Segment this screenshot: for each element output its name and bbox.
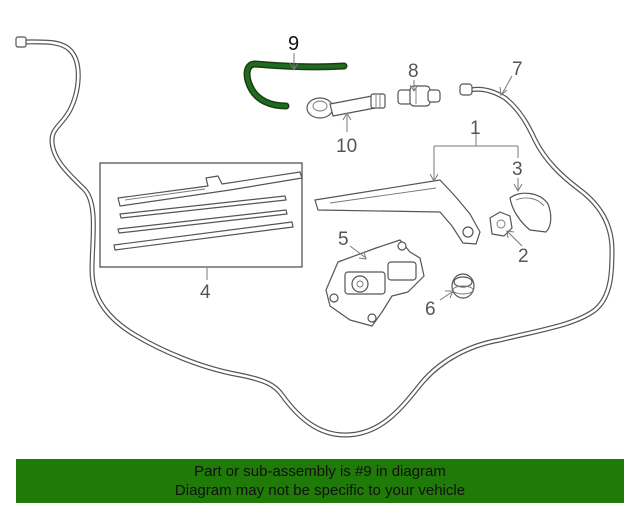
callout-6: 6 [425,299,436,320]
callout-4: 4 [200,282,211,303]
part-4-wiper-blade-box [99,162,303,268]
part-6-grommet [451,273,475,299]
banner-line-2: Diagram may not be specific to your vehi… [174,482,466,499]
callout-3: 3 [512,159,523,180]
leader-lines [206,53,523,301]
part-8-valve [397,85,441,107]
part-9-hose-highlighted [243,60,348,110]
banner-line-1: Part or sub-assembly is #9 in diagram [194,463,446,480]
info-banner: Part or sub-assembly is #9 in diagram Di… [16,459,624,503]
callout-8: 8 [408,61,419,82]
callout-9: 9 [288,33,299,55]
callout-2: 2 [518,246,529,267]
callout-1: 1 [470,118,481,139]
part-2-nut [489,211,513,237]
callout-7: 7 [512,59,523,80]
part-1-wiper-arm [314,179,481,245]
callout-5: 5 [338,229,349,250]
washer-hose [15,36,615,438]
part-10-joint [306,93,386,119]
callout-10: 10 [336,136,357,157]
part-5-wiper-motor [325,239,425,327]
part-3-cap [509,192,552,233]
